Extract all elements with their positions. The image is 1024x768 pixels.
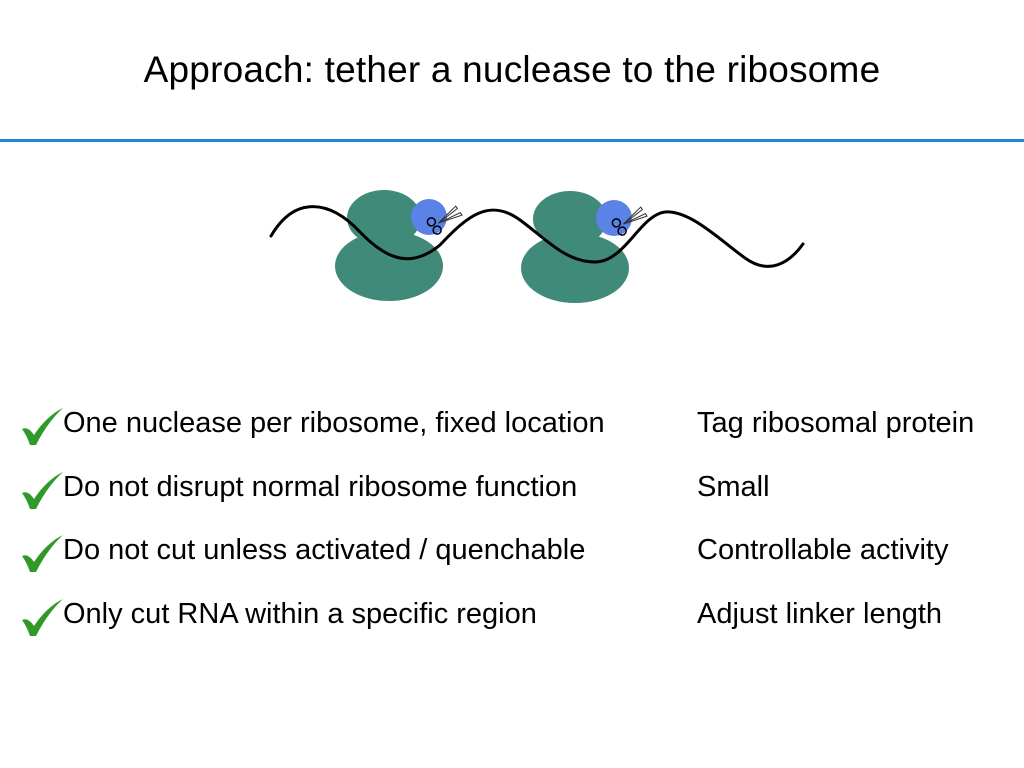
title-divider (0, 139, 1024, 142)
title-divider-line (0, 139, 1024, 142)
checkmark-icon (22, 535, 63, 572)
scissors-handle (611, 218, 622, 228)
solution-text: Small (697, 471, 770, 503)
requirement-row: Do not cut unless activated / quenchable… (0, 532, 1024, 572)
ribosome-large-subunit (521, 233, 629, 303)
ribosome-small-subunit (347, 190, 421, 246)
scissors-icon (611, 206, 648, 236)
ribosome-large-subunit (335, 231, 443, 301)
ribosome-icon (335, 190, 443, 301)
requirement-row: Do not disrupt normal ribosome function … (0, 469, 1024, 509)
requirement-row: One nuclease per ribosome, fixed locatio… (0, 405, 1024, 445)
scissors-handle (617, 226, 627, 236)
scissors-blade (623, 213, 648, 225)
requirement-text: Do not disrupt normal ribosome function (63, 471, 578, 503)
solution-text: Tag ribosomal protein (697, 407, 975, 439)
solution-text: Controllable activity (697, 534, 949, 566)
scissors-handle (432, 225, 442, 235)
scissors-blade (623, 206, 644, 225)
scissors-blade (438, 205, 459, 224)
scissors-blade (438, 212, 463, 224)
requirement-row: Only cut RNA within a specific region Ad… (0, 596, 1024, 636)
solution-text: Adjust linker length (697, 598, 943, 630)
slide-title: Approach: tether a nuclease to the ribos… (143, 49, 881, 90)
ribosome-small-subunit (533, 191, 607, 247)
requirement-text: Do not cut unless activated / quenchable (63, 534, 586, 566)
scissors-handle (426, 217, 437, 227)
mrna-strand-icon (269, 205, 805, 268)
requirement-text: Only cut RNA within a specific region (63, 598, 537, 630)
checkmark-icon (22, 472, 63, 509)
scissors-icon (426, 205, 463, 235)
checkmark-icon (22, 408, 63, 445)
requirement-text: One nuclease per ribosome, fixed locatio… (63, 407, 605, 439)
checkmark-icon (22, 599, 63, 636)
ribosome-icon (521, 191, 629, 303)
